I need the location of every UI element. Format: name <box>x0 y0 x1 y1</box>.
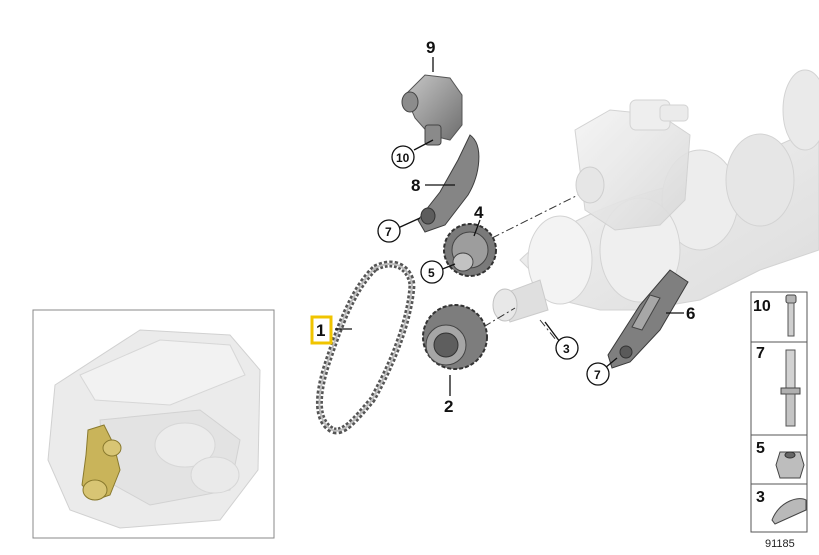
svg-text:1: 1 <box>316 321 325 340</box>
svg-text:5: 5 <box>756 440 765 457</box>
legend-item-bolt: 10 <box>753 294 797 337</box>
callout-7-upper: 7 <box>377 219 401 243</box>
callout-9: 9 <box>426 38 435 57</box>
svg-text:2: 2 <box>444 397 453 416</box>
alignment-lines <box>469 194 579 341</box>
svg-text:5: 5 <box>428 266 435 280</box>
callout-5: 5 <box>420 260 444 284</box>
stud-bolt-icon <box>780 349 801 427</box>
engine-overview-inset <box>32 309 275 539</box>
svg-text:6: 6 <box>686 304 695 323</box>
svg-text:7: 7 <box>594 368 601 382</box>
callout-1: 1 <box>310 315 333 345</box>
callout-10: 10 <box>391 145 415 169</box>
reference-number: 91185 <box>765 538 795 550</box>
callout-3: 3 <box>555 336 579 360</box>
bolt-icon <box>785 294 797 337</box>
svg-text:10: 10 <box>753 298 771 315</box>
svg-text:3: 3 <box>756 489 765 506</box>
guide-rail[interactable] <box>607 269 689 369</box>
engine-timing-highlight <box>81 424 122 501</box>
tensioning-rail[interactable] <box>417 134 480 233</box>
nut-icon <box>775 451 805 479</box>
svg-text:4: 4 <box>474 203 484 222</box>
pump-ghost <box>574 99 691 231</box>
callout-8: 8 <box>411 176 420 195</box>
svg-text:9: 9 <box>426 38 435 57</box>
fastener-legend: 10 7 5 3 <box>750 291 808 533</box>
callout-7-lower: 7 <box>586 362 610 386</box>
callout-4: 4 <box>474 203 484 222</box>
callout-2: 2 <box>444 397 453 416</box>
crankshaft-ghost <box>492 69 819 323</box>
timing-chain[interactable] <box>315 260 416 435</box>
crankshaft-sprocket[interactable] <box>422 304 488 370</box>
woodruff-key-icon <box>771 498 807 525</box>
svg-text:8: 8 <box>411 176 420 195</box>
svg-text:3: 3 <box>563 342 570 356</box>
svg-text:10: 10 <box>396 151 410 165</box>
leader-lines <box>335 57 684 396</box>
legend-item-stud: 7 <box>756 345 801 427</box>
legend-item-key: 3 <box>756 489 807 525</box>
chain-tensioner[interactable] <box>401 74 463 146</box>
legend-item-nut: 5 <box>756 440 805 479</box>
callout-6: 6 <box>686 304 695 323</box>
svg-text:7: 7 <box>756 345 765 362</box>
svg-text:7: 7 <box>385 225 392 239</box>
camshaft-sprocket[interactable] <box>443 223 497 277</box>
